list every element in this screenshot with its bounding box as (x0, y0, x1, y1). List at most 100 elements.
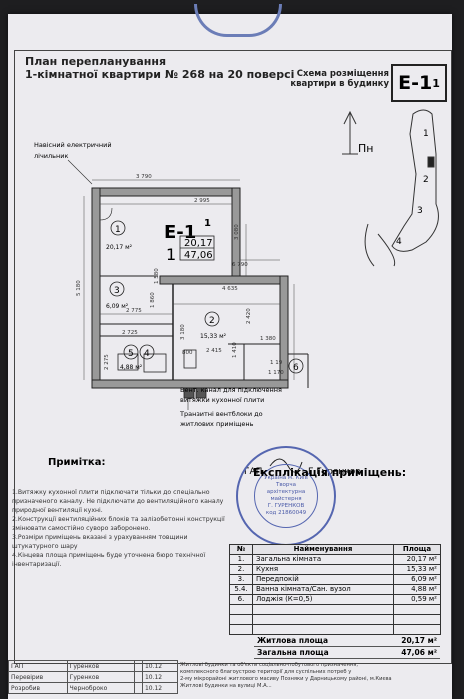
walls (91, 187, 309, 399)
svg-text:5: 5 (128, 349, 134, 359)
dim-label: 2 420 (246, 308, 252, 324)
table-row-empty (229, 624, 441, 635)
dim-label: 1 580 (154, 268, 160, 284)
dim-label: 3 080 (234, 224, 240, 240)
apartment-living-area: 20,17 (184, 238, 213, 249)
header-area: Площа (393, 544, 441, 555)
notes-title: Примітка: (48, 457, 106, 468)
dim-label: 800 (182, 350, 193, 356)
apartment-rooms-count: 1 (166, 245, 176, 264)
dim-label: 1 19 (270, 360, 283, 366)
room-marker-2: 2 15,33 м² (200, 311, 227, 340)
seal-text: архітектурна (266, 489, 306, 495)
dim-label: 1 170 (268, 370, 284, 376)
table-row: 6.Лоджія (К=0,5)0,59 м² (229, 594, 441, 605)
room-marker-3: 3 6,09 м² (106, 281, 129, 310)
dim-label: 2 415 (206, 348, 222, 354)
dim-label: 1 380 (260, 336, 276, 342)
plan-title-line1: План перепланування (25, 55, 167, 68)
transit-note-line2: житлових приміщень (180, 420, 254, 428)
dim-label: 2 775 (126, 308, 142, 314)
table-row-empty (229, 614, 441, 625)
plan-title: План перепланування 1-кімнатної квартири… (25, 55, 294, 81)
note-item: 1.Витяжку кухонної плити підключати тіль… (12, 489, 224, 514)
dim-label: 3 790 (136, 174, 152, 180)
apartment-total-area: 47,06 (184, 250, 213, 261)
svg-text:20,17 м²: 20,17 м² (106, 244, 133, 251)
dim-label: 3 180 (180, 324, 186, 340)
scheme-title: Схема розміщення квартири в будинку (279, 69, 389, 89)
room-marker-1: 1 20,17 м² (106, 220, 133, 251)
footer-text: Житлові будинки та об'єкти соціально-поб… (180, 662, 392, 689)
apartment-label: Е-1 (164, 222, 196, 243)
seal-text: майстерня (270, 496, 302, 502)
explication-title: Експлікація приміщень: (253, 466, 407, 479)
dim-label: 1 860 (150, 292, 156, 308)
north-arrow-icon (342, 110, 358, 155)
meter-note-line1: Навісний електричний (34, 141, 112, 149)
notes-list: 1.Витяжку кухонної плити підключати тіль… (12, 488, 230, 569)
scheme-section-4: 4 (396, 237, 402, 247)
seal-text: код 21860049 (265, 510, 307, 516)
dim-label: 1 410 (232, 342, 238, 358)
scheme-section-3: 3 (417, 206, 423, 216)
svg-text:1: 1 (115, 225, 121, 235)
dim-label: 2 725 (122, 330, 138, 336)
note-item: 2.Конструкції вентиляційних блоків та за… (12, 516, 225, 532)
scheme-section-2: 2 (423, 175, 429, 185)
table-header: № Найменування Площа (229, 544, 441, 555)
badge-text: Е-1 (398, 72, 433, 94)
svg-text:2: 2 (209, 316, 215, 326)
dim-label: 2 995 (194, 198, 210, 204)
svg-text:6: 6 (293, 363, 299, 373)
dim-label: 2 275 (104, 354, 110, 370)
apartment-label-sup: 1 (204, 218, 211, 229)
scheme-section-1: 1 (423, 129, 429, 139)
drawing-frame: План перепланування 1-кімнатної квартири… (14, 50, 452, 664)
architect-seal-inner: Україна м. Київ Творча архітектурна майс… (254, 464, 318, 528)
table-row-empty (229, 604, 441, 615)
svg-text:4,88 м²: 4,88 м² (120, 364, 143, 371)
floor-plan-drawing: Пн 1 2 3 4 Навісний електричний лічильни… (34, 109, 439, 477)
svg-text:4: 4 (144, 349, 150, 359)
header-number: № (229, 544, 253, 555)
apartment-location-marker (427, 156, 435, 168)
gap-name: Г.Гуренков (308, 467, 361, 477)
scheme-title-line1: Схема розміщення (296, 69, 389, 79)
vent-note-line1: Вент. канал для підключення (180, 386, 282, 394)
note-item: 4.Кінцева площа приміщень буде уточнена … (12, 552, 206, 568)
north-label: Пн (358, 142, 373, 155)
dim-label: 6 790 (232, 262, 248, 268)
room-marker-5: 5 4,88 м² (120, 344, 143, 371)
meter-leader-line (67, 159, 93, 185)
plan-title-line2: 1-кімнатної квартири № 268 на 20 поверсі (25, 68, 295, 81)
scheme-title-line2: квартири в будинку (290, 79, 389, 89)
svg-text:6,09 м²: 6,09 м² (106, 303, 129, 310)
room-marker-4: 4 (139, 344, 155, 360)
dimension-lines (83, 179, 295, 380)
seal-text: Україна м. Київ (264, 475, 308, 481)
svg-text:3: 3 (114, 286, 120, 296)
badge-sup: 1 (432, 76, 440, 90)
meter-note-line2: лічильник (34, 152, 68, 160)
vent-note-line2: витяжки кухонної плити (180, 396, 264, 404)
room-marker-6: 6 (288, 358, 304, 374)
seal-text: Творча (275, 482, 297, 488)
plan-sheet: План перепланування 1-кімнатної квартири… (8, 4, 452, 699)
dim-label: 5 180 (76, 280, 82, 296)
header-name: Найменування (252, 544, 394, 555)
building-scheme (364, 109, 439, 267)
